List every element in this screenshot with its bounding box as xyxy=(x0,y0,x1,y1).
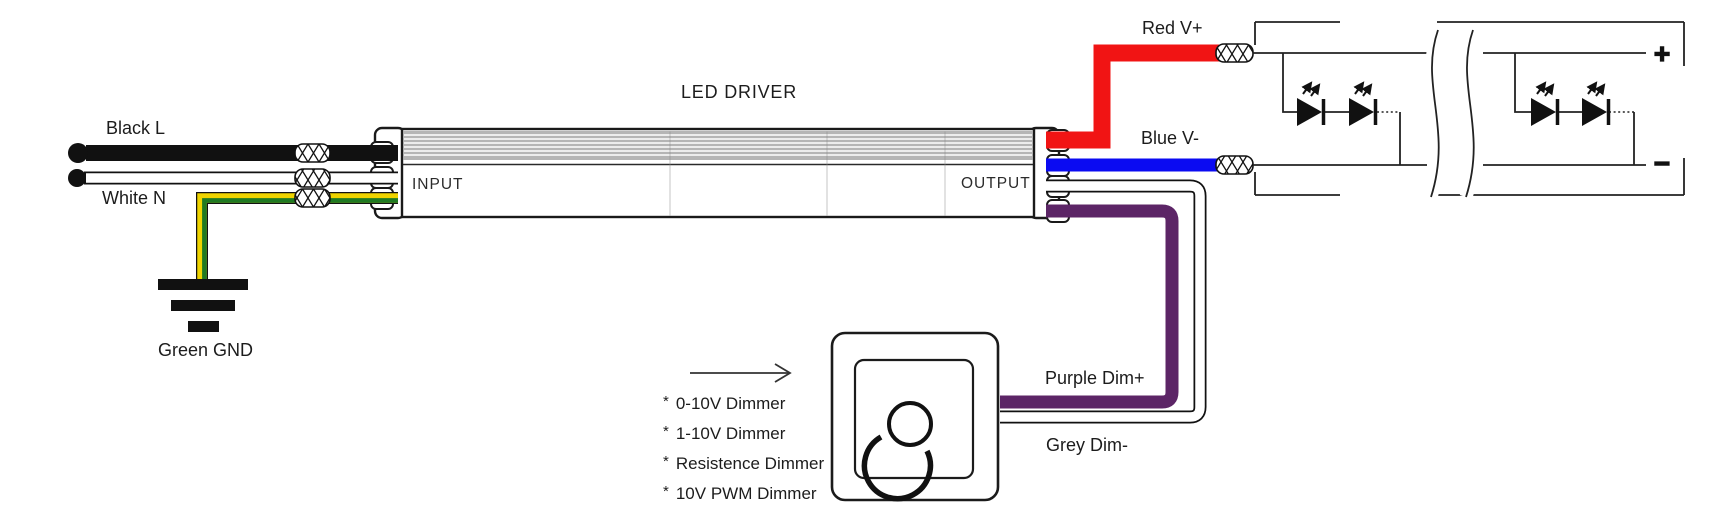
dimmer-knob-arc xyxy=(861,434,934,502)
bullet-icon: * xyxy=(663,423,669,440)
led-symbol xyxy=(1531,83,1558,126)
dim-minus-label: Grey Dim- xyxy=(1046,435,1128,455)
dimmer-type-item: * 1-10V Dimmer xyxy=(663,419,824,449)
dimmer-type-label: 0-10V Dimmer xyxy=(675,394,786,413)
note-arrow-icon xyxy=(690,363,792,383)
ground-wire xyxy=(196,192,398,282)
dimmer-type-label: 1-10V Dimmer xyxy=(675,424,786,443)
line-wire-end xyxy=(68,143,88,163)
led-symbol xyxy=(1582,83,1609,126)
led-symbol xyxy=(1349,83,1376,126)
dim-plus-label: Purple Dim+ xyxy=(1045,368,1145,388)
ground-wire-label: Green GND xyxy=(158,340,254,360)
dim-minus-wire xyxy=(1000,179,1207,424)
driver-input-label: INPUT xyxy=(412,176,464,193)
v-minus-label: Blue V- xyxy=(1141,128,1200,148)
neutral-wire-end xyxy=(68,169,86,187)
v-plus-wire xyxy=(1046,44,1249,149)
dimmer-type-label: Resistence Dimmer xyxy=(675,454,825,473)
driver-output-label: OUTPUT xyxy=(961,175,1031,192)
ferrule xyxy=(294,43,1254,208)
led-strip-circuit xyxy=(1253,52,1646,166)
dimmer-type-item: * 10V PWM Dimmer xyxy=(663,479,824,509)
neutral-wire-label: White N xyxy=(102,188,167,208)
bullet-icon: * xyxy=(663,453,669,470)
v-plus-label: Red V+ xyxy=(1142,18,1203,38)
dimmer-type-item: * Resistence Dimmer xyxy=(663,449,824,479)
dimmer-type-label: 10V PWM Dimmer xyxy=(675,484,817,503)
ground-symbol xyxy=(158,279,248,332)
led-strip-outline xyxy=(1254,21,1685,196)
line-wire-label: Black L xyxy=(106,118,166,138)
positive-terminal: + xyxy=(1654,38,1670,69)
dimmer-type-item: * 0-10V Dimmer xyxy=(663,389,824,419)
bullet-icon: * xyxy=(663,483,669,500)
negative-terminal: − xyxy=(1654,148,1670,179)
break-mark xyxy=(1424,27,1481,199)
dimmer-knob xyxy=(887,401,933,447)
bullet-icon: * xyxy=(663,393,669,410)
driver-title: LED DRIVER xyxy=(681,82,798,102)
led-symbol xyxy=(1297,83,1324,126)
dimmer-type-list: * 0-10V Dimmer * 1-10V Dimmer * Resistence … xyxy=(663,389,824,509)
led-driver-body xyxy=(400,127,1036,219)
dim-plus-wire xyxy=(1000,204,1179,409)
